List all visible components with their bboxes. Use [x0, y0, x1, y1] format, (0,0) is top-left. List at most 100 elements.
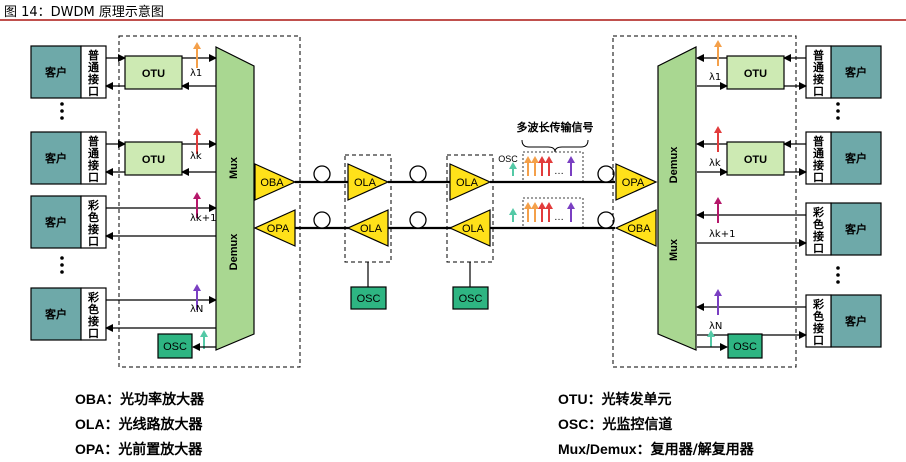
svg-text:普: 普	[813, 134, 824, 148]
osc-box	[727, 333, 763, 359]
svg-text:接: 接	[88, 72, 99, 86]
otu-box	[124, 141, 183, 176]
ola-amp-label: OLA	[354, 177, 377, 189]
svg-text:接: 接	[813, 229, 824, 243]
svg-text:口: 口	[813, 242, 824, 255]
signal-arrow-head	[509, 162, 517, 169]
color-interface-box	[805, 202, 832, 256]
legend-item-osc: OSC：光监控信道	[558, 416, 673, 433]
svg-text:彩: 彩	[87, 290, 99, 304]
client-label: 客户	[844, 222, 867, 236]
svg-text:普: 普	[88, 134, 99, 148]
osc-box	[157, 333, 193, 359]
multi-wave-label: 多波长传输信号	[517, 120, 594, 134]
ola-amp-label: OLA	[462, 223, 485, 235]
ola-amp	[347, 163, 390, 201]
oba-amp	[254, 163, 297, 201]
client-label: 客户	[44, 307, 67, 321]
color-interface-box	[80, 287, 107, 341]
client-label: 客户	[844, 151, 867, 165]
signal-group-frame	[522, 151, 584, 183]
svg-text:彩: 彩	[812, 205, 824, 219]
legend-item-mux-demux: Mux/Demux：复用器/解复用器	[558, 441, 754, 458]
legend-item-oba: OBA：光功率放大器	[75, 391, 205, 408]
client-label: 客户	[44, 65, 67, 79]
svg-text:普: 普	[88, 48, 99, 62]
osc-label: OSC	[163, 341, 187, 353]
legend-item-ola: OLA：光线路放大器	[75, 416, 203, 433]
fiber-coil	[409, 211, 427, 229]
svg-text:色: 色	[88, 302, 99, 316]
svg-text:接: 接	[88, 222, 99, 236]
ola-amp-label: OLA	[360, 223, 383, 235]
osc-label: OSC	[733, 341, 757, 353]
lambda-label: λN	[709, 321, 722, 332]
demux-label: Demux	[228, 233, 240, 271]
lambda-label: λk+1	[190, 213, 216, 224]
legend-key: OBA	[75, 391, 107, 407]
left-terminal-frame	[118, 35, 301, 368]
demux-label: Demux	[668, 146, 680, 184]
osc-label: OSC	[459, 293, 483, 305]
right-terminal-frame	[612, 35, 797, 368]
otu-label: OTU	[142, 68, 165, 80]
normal-interface-box	[80, 131, 107, 185]
signal-arrow-head	[524, 156, 532, 163]
otu-label: OTU	[142, 154, 165, 166]
legend-key: OSC	[558, 416, 589, 432]
wavelength-arrow-head	[714, 126, 722, 133]
svg-text:通: 通	[813, 61, 824, 74]
wavelength-arrow-head	[193, 128, 201, 135]
fiber-coil	[313, 165, 331, 183]
legend-value: 复用器/解复用器	[650, 442, 754, 458]
client-label: 客户	[44, 151, 67, 165]
opa-amp-label: OPA	[267, 223, 290, 235]
mux-label: Mux	[668, 238, 680, 261]
svg-text:通: 通	[88, 61, 99, 74]
lambda-label: λk	[709, 158, 721, 169]
signal-arrow-head	[524, 202, 532, 209]
signal-arrow-head	[538, 156, 546, 163]
signal-arrow-head	[531, 202, 539, 209]
svg-text:口: 口	[813, 171, 824, 184]
client-box	[30, 195, 82, 249]
legend-key: OPA	[75, 441, 105, 457]
signal-dots: …	[554, 212, 564, 223]
client-label: 客户	[44, 215, 67, 229]
svg-text:彩: 彩	[87, 198, 99, 212]
signal-arrow-head	[545, 202, 553, 209]
client-box	[30, 287, 82, 341]
client-box	[830, 294, 882, 348]
normal-interface-box	[805, 131, 832, 185]
fiber-coil	[597, 211, 615, 229]
svg-text:接: 接	[88, 158, 99, 172]
wavelength-arrow-head	[193, 42, 201, 49]
otu-box	[726, 55, 785, 90]
svg-text:接: 接	[88, 314, 99, 328]
wavelength-arrow-head	[714, 40, 722, 47]
signal-arrow-head	[545, 156, 553, 163]
client-label: 客户	[844, 65, 867, 79]
svg-text:口: 口	[88, 171, 99, 184]
opa-amp	[615, 163, 658, 201]
otu-box	[124, 55, 183, 90]
signal-arrow-head	[531, 156, 539, 163]
legend-value: 光监控信道	[602, 417, 673, 433]
osc-box	[452, 286, 489, 310]
svg-text:接: 接	[813, 158, 824, 172]
svg-text:彩: 彩	[812, 297, 824, 311]
mux-label: Mux	[228, 156, 240, 179]
left-client-dots	[60, 256, 64, 274]
lambda-label: λk	[190, 151, 202, 162]
client-box	[830, 131, 882, 185]
osc-wavelength-arrow-head	[707, 330, 715, 337]
svg-text:普: 普	[813, 48, 824, 62]
left-client-dots	[60, 102, 64, 120]
oba-amp-label: OBA	[260, 177, 284, 189]
svg-text:口: 口	[813, 85, 824, 98]
svg-text:色: 色	[813, 309, 824, 323]
